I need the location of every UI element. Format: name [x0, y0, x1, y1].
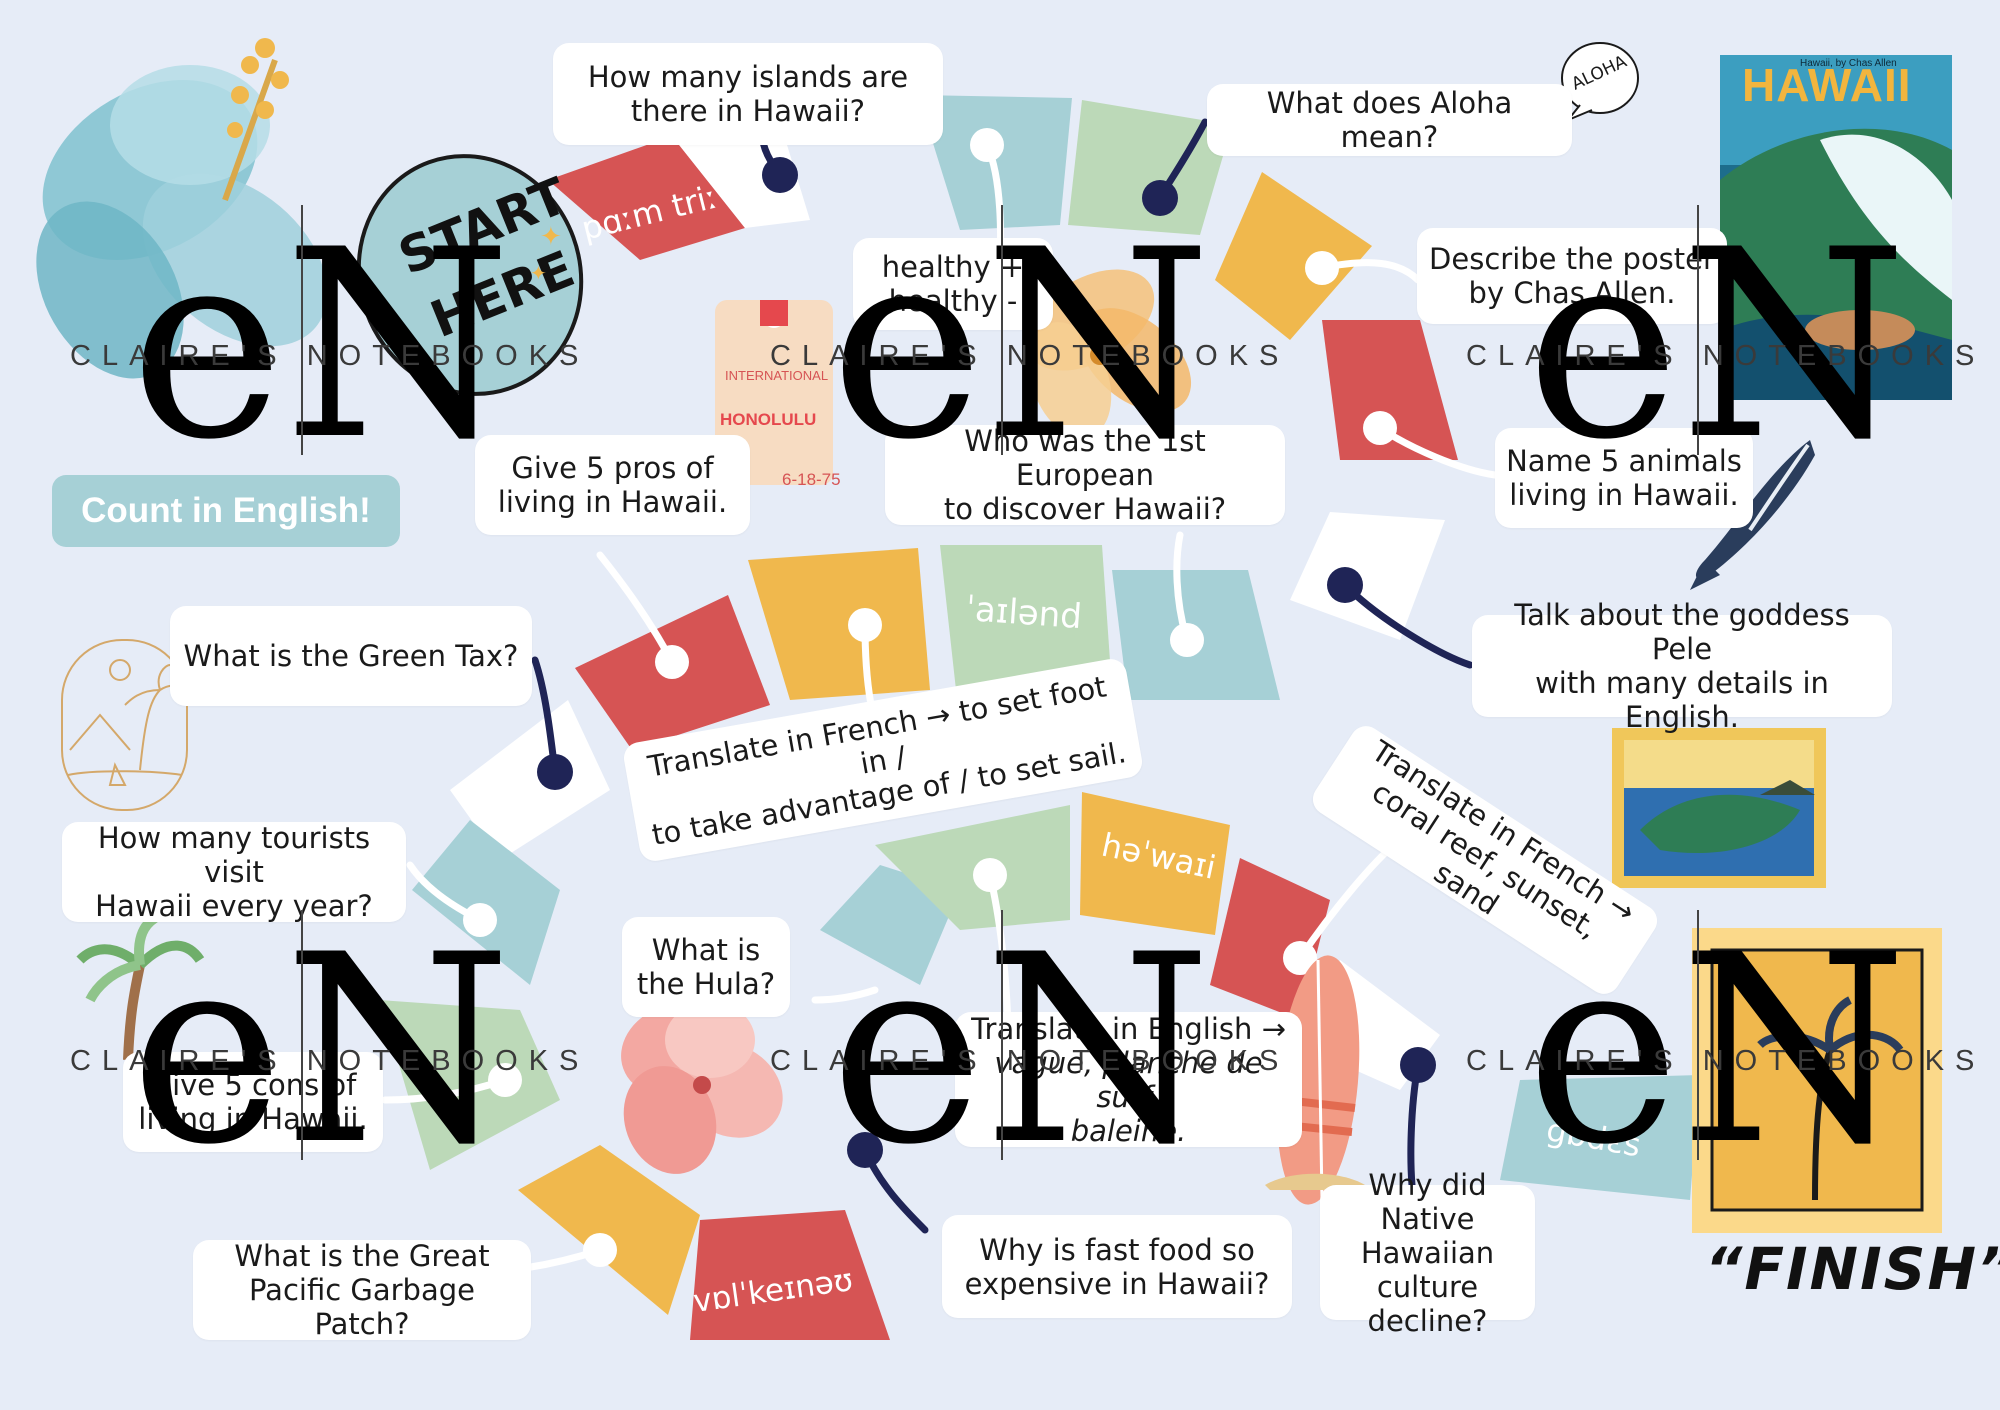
count-in-english-badge: Count in English!: [52, 475, 400, 547]
aloha-bubble-icon: ALOHA: [1561, 42, 1639, 121]
tile-teal-goddess: [1500, 1075, 1700, 1200]
pink-hibiscus-icon: [621, 1002, 783, 1174]
tag-date: 6-18-75: [782, 470, 841, 489]
tile-red: [1210, 858, 1330, 1020]
tile-red: [1322, 320, 1458, 460]
question-green-tax: What is the Green Tax?: [170, 606, 532, 706]
whale-icon: [1690, 440, 1815, 590]
tile-green: [380, 1000, 560, 1170]
tile-red-palm: [548, 136, 745, 260]
start-sticker: START HERE ✦ ✦: [356, 154, 584, 396]
question-healthy: healthy +healthy -: [853, 238, 1053, 330]
tile-green: [940, 545, 1112, 690]
tile-yellow: [518, 1145, 700, 1315]
question-aloha: What does Aloha mean?: [1207, 84, 1572, 156]
tile-yellow: [1215, 172, 1372, 340]
board-path: [380, 95, 1700, 1340]
tile-white: [1290, 512, 1445, 640]
connectors: [381, 108, 1499, 1272]
poster-title: HAWAII: [1742, 59, 1912, 111]
tile-green: [1068, 100, 1232, 235]
yellow-flower-icon: [1025, 269, 1192, 438]
tile-yellow-hawaii: [1080, 792, 1230, 935]
tile-white: [450, 700, 610, 860]
tile-yellow: [748, 548, 930, 700]
island-stamp-icon: [1612, 728, 1826, 888]
palm-tree-icon: [76, 910, 205, 1061]
island-lineart-icon: [61, 639, 191, 811]
poster-credit: Hawaii, by Chas Allen: [1800, 58, 1897, 69]
tag-international: INTERNATIONAL: [725, 368, 828, 383]
finish-stamp-icon: [1692, 928, 1942, 1233]
svg-text:✦: ✦: [540, 222, 562, 252]
finish-label: “FINISH”: [1705, 1235, 2000, 1303]
hibiscus-teal-icon: [36, 38, 328, 379]
tag-city: HONOLULU: [720, 410, 816, 429]
tile-teal: [412, 820, 560, 985]
tile-white: [672, 122, 810, 228]
tile-green: [875, 805, 1070, 930]
svg-text:✦: ✦: [530, 261, 547, 285]
tile-red-volcano: [690, 1210, 890, 1340]
question-translate-en: Translate in English →vague, planche de …: [955, 1012, 1302, 1148]
tile-island-ipa: ˈaɪlənd: [964, 589, 1083, 637]
hawaii-poster: Hawaii, by Chas Allen: [1720, 55, 1952, 400]
